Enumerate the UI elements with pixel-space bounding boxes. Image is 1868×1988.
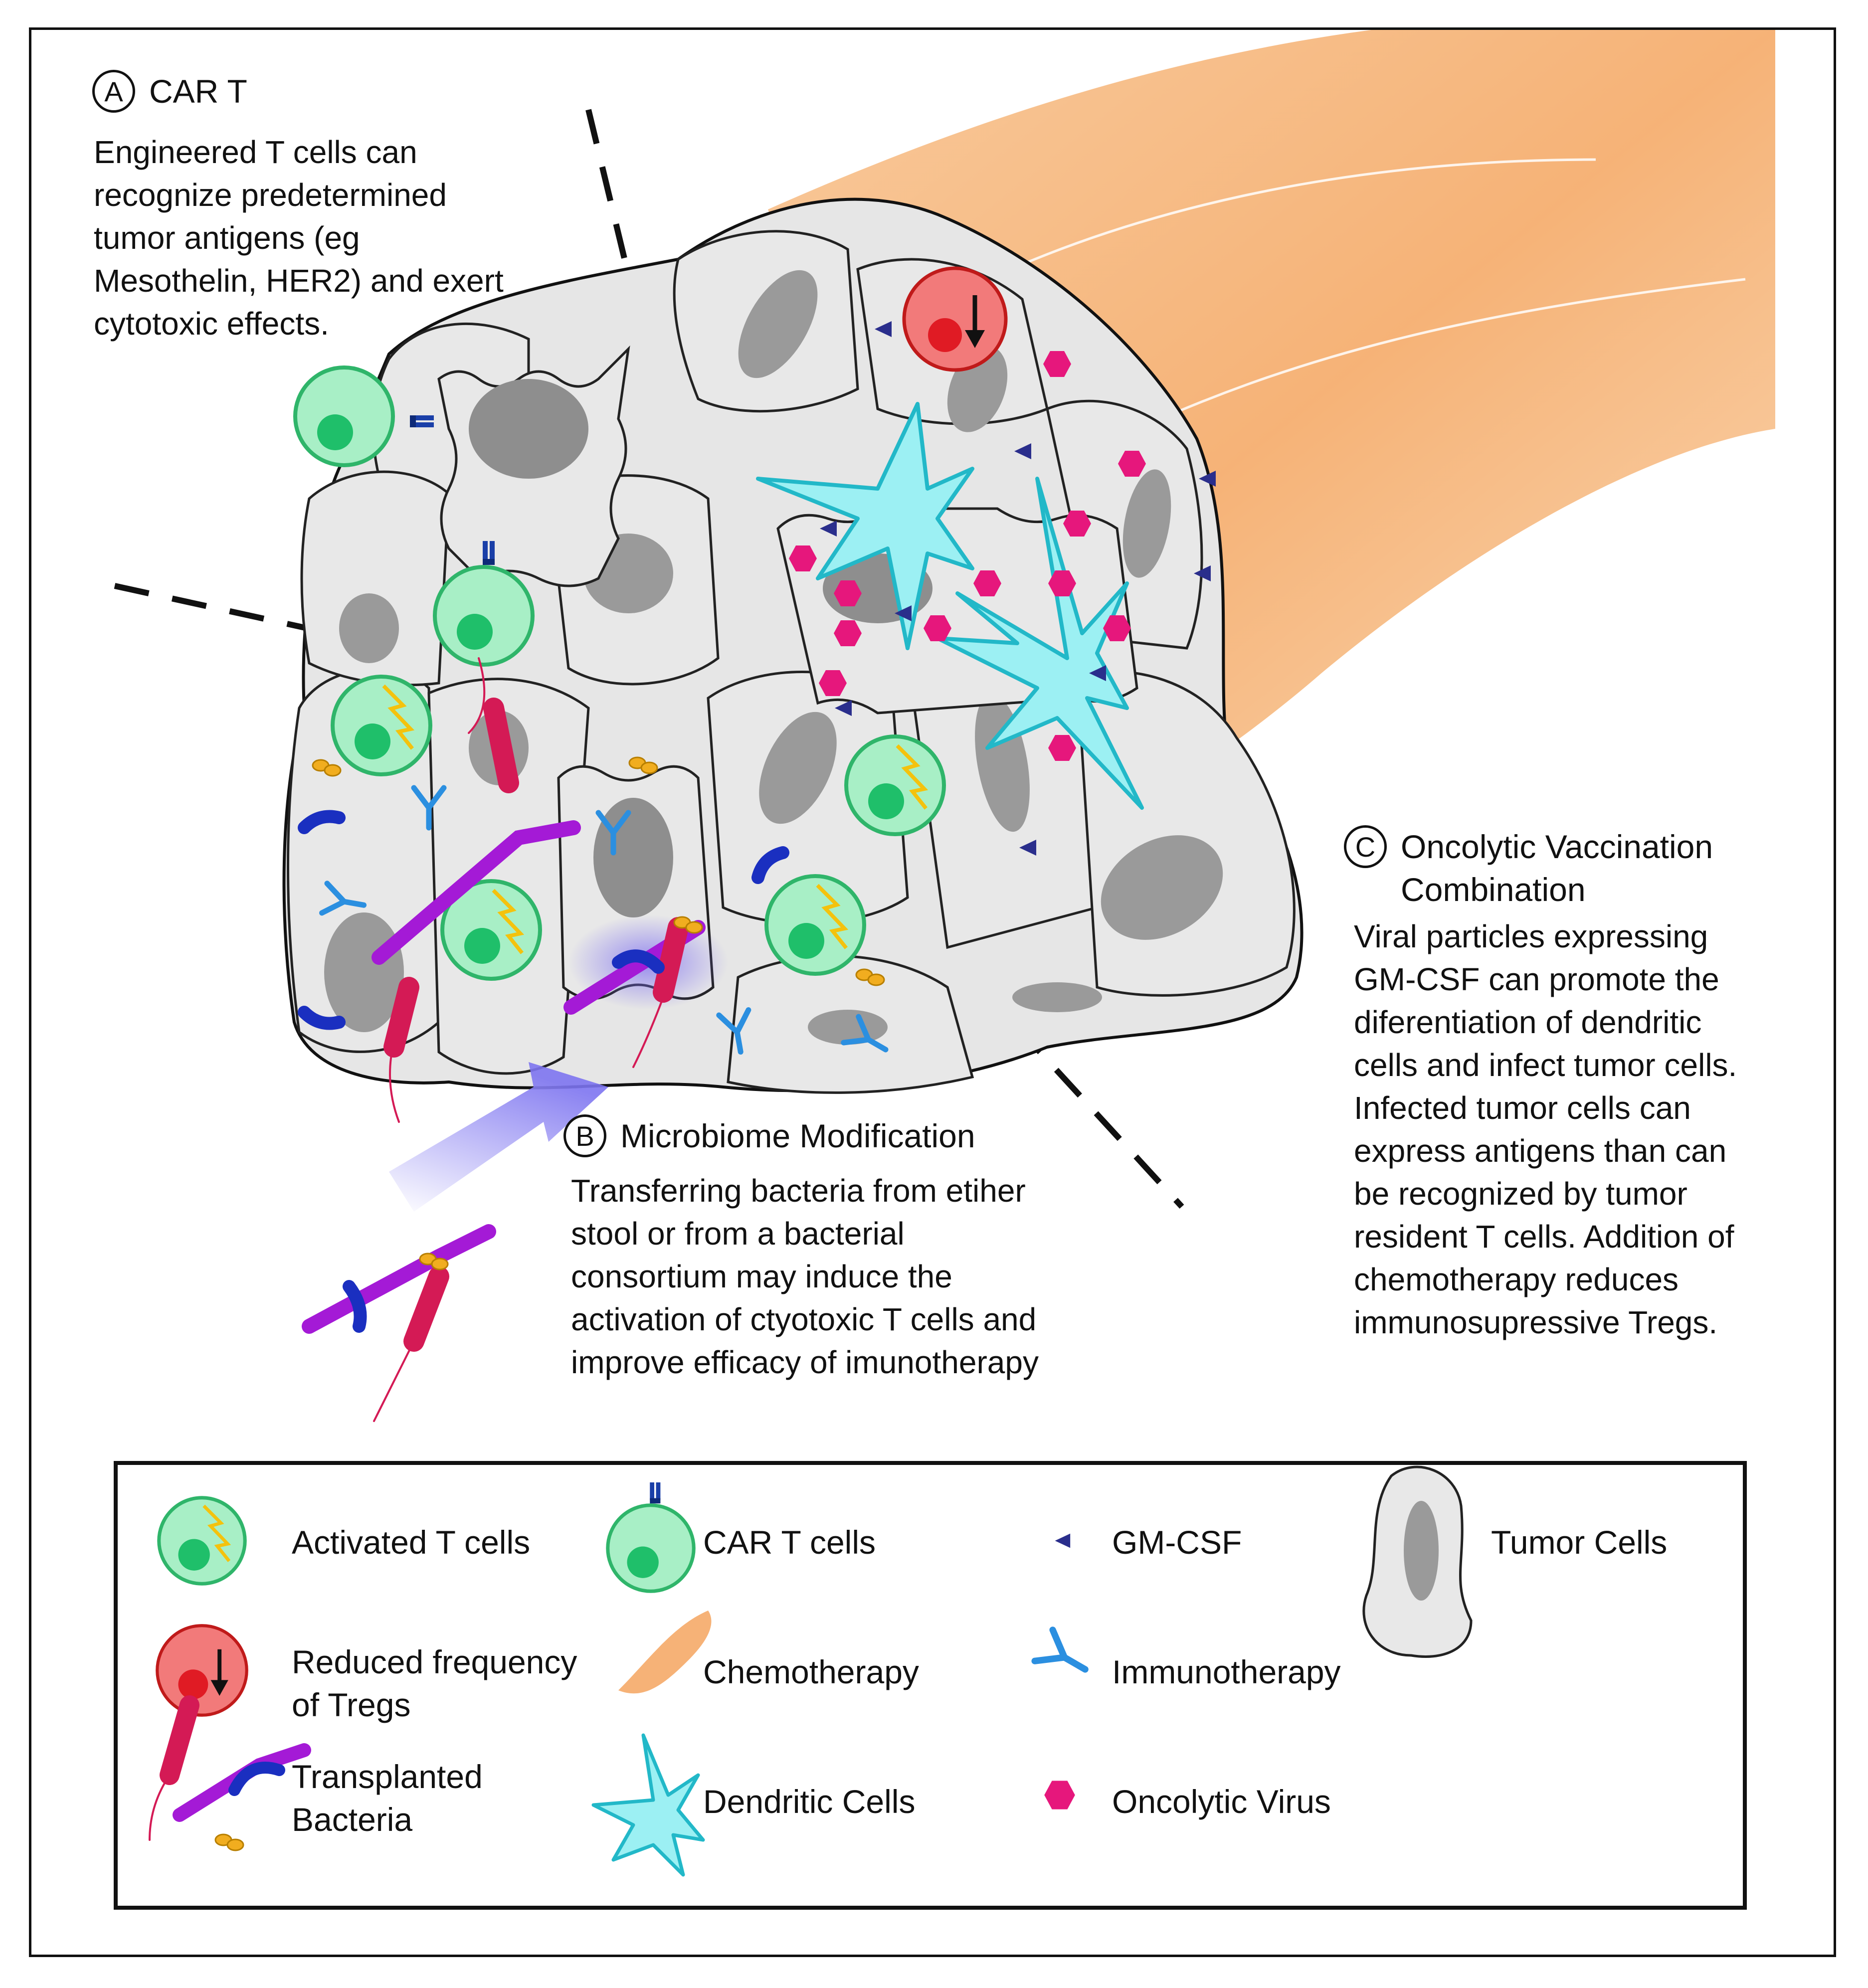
legend-label-activated-t: Activated T cells <box>292 1524 531 1561</box>
bacteria-transfer-arrow <box>302 1062 608 1422</box>
section-b-body: Transferring bacteria from etiher stool … <box>571 1173 1039 1380</box>
legend-label-tumor: Tumor Cells <box>1491 1524 1668 1561</box>
section-c-body: Viral particles expressing GM-CSF can pr… <box>1354 918 1737 1340</box>
section-b-heading: B Microbiome Modification <box>563 1114 975 1157</box>
legend-box <box>114 1461 1747 1910</box>
legend-label-virus: Oncolytic Virus <box>1112 1783 1331 1820</box>
section-b-badge: B <box>563 1114 606 1157</box>
legend-icons <box>149 1465 1473 1877</box>
legend-label-car-t: CAR T cells <box>703 1524 876 1561</box>
section-c-badge: C <box>1344 825 1387 868</box>
section-c-title: Oncolytic Vaccination Combination <box>1401 828 1713 908</box>
transplanted-bacteria <box>298 657 885 1123</box>
legend-label-chemo: Chemotherapy <box>703 1653 919 1690</box>
legend-label-tregs: Reduced frequency of Tregs <box>292 1643 577 1723</box>
treg-cell <box>902 266 1008 372</box>
section-a-heading: A CAR T <box>92 70 247 113</box>
legend-label-gmcsf: GM-CSF <box>1112 1524 1242 1561</box>
dendritic-cells <box>756 402 1144 810</box>
section-c-heading: C Oncolytic Vaccination Combination <box>1344 825 1713 911</box>
section-a-title: CAR T <box>149 73 247 110</box>
section-a-body: Engineered T cells can recognize predete… <box>94 134 504 342</box>
section-a-badge: A <box>92 70 135 113</box>
section-b-title: Microbiome Modification <box>620 1117 975 1154</box>
figure-frame <box>29 27 1836 1957</box>
legend-label-immuno: Immunotherapy <box>1112 1653 1341 1690</box>
legend-label-dendritic: Dendritic Cells <box>703 1783 916 1820</box>
legend-label-bacteria: Transplanted Bacteria <box>292 1758 483 1838</box>
